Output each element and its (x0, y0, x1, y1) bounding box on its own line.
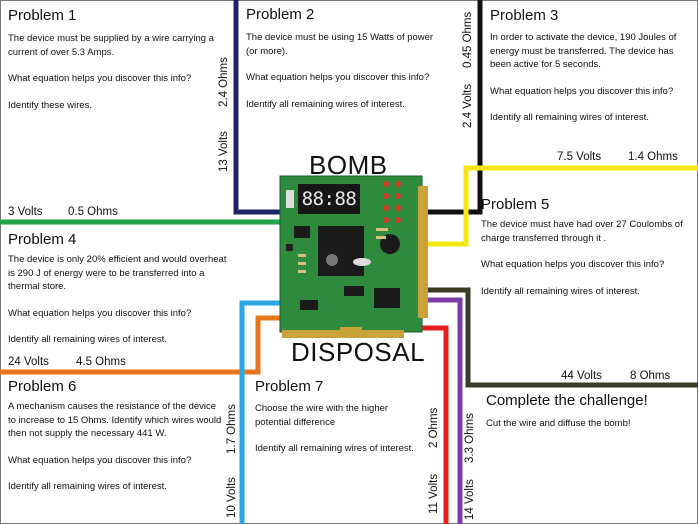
challenge-heading: Complete the challenge! (486, 392, 648, 409)
pcb-board (279, 175, 428, 338)
problem-2: Problem 2 The device must be using 15 Wa… (246, 6, 446, 124)
purple-wire-volts: 14 Volts (464, 479, 476, 520)
problem-body: The device must be using 15 Watts of pow… (246, 31, 446, 111)
title-bomb: BOMB (309, 150, 388, 180)
problem-text: The device must be supplied by a wire ca… (8, 33, 214, 58)
problem-text: In order to activate the device, 190 Jou… (490, 32, 677, 70)
yellow-wire-ohms: 1.4 Ohms (628, 151, 678, 163)
problem-body: The device must have had over 27 Coulomb… (481, 218, 693, 298)
problem-text: Identify these wires. (8, 99, 92, 111)
yellow-wire-volts: 7.5 Volts (557, 151, 602, 163)
problem-text: The device must be using 15 Watts of pow… (246, 32, 434, 57)
problem-heading: Problem 1 (8, 7, 77, 24)
lightblue-wire-volts: 10 Volts (226, 477, 238, 518)
lightblue-wire-ohms: 1.7 Ohms (226, 404, 238, 454)
problem-heading: Problem 6 (8, 378, 77, 395)
problem-text: Identify all remaining wires of interest… (255, 443, 414, 454)
black-wire-volts: 2.4 Volts (462, 83, 474, 128)
wire-orange (0, 315, 300, 375)
orange-wire-ohms: 4.5 Ohms (76, 356, 126, 368)
problem-text: What equation helps you discover this in… (481, 259, 665, 270)
problem-text: What equation helps you discover this in… (8, 73, 192, 84)
wire-lightblue (239, 300, 292, 524)
problem-body: In order to activate the device, 190 Jou… (490, 31, 682, 125)
navy-wire-ohms: 2.4 Ohms (218, 57, 230, 107)
red-wire-volts: 11 Volts (428, 473, 440, 514)
wire-olive (424, 287, 698, 388)
problem-text: Identify all remaining wires of interest… (481, 285, 640, 297)
wire-red (412, 325, 449, 524)
problem-body: Choose the wire with the higher potentia… (255, 402, 415, 456)
problem-6: Problem 6 A mechanism causes the resista… (8, 378, 222, 507)
wire-yellow (420, 165, 698, 247)
problem-body: A mechanism causes the resistance of the… (8, 400, 222, 494)
navy-wire-volts: 13 Volts (218, 131, 230, 172)
problem-4: Problem 4 The device is only 20% efficie… (8, 231, 228, 360)
problem-text: Identify all remaining wires of interest… (490, 112, 649, 123)
problem-7: Problem 7 Choose the wire with the highe… (255, 378, 415, 469)
problem-body: The device is only 20% efficient and wou… (8, 253, 228, 347)
problem-5: Problem 5 The device must have had over … (481, 196, 693, 311)
red-wire-ohms: 2 Ohms (428, 407, 440, 448)
problem-heading: Problem 5 (481, 196, 550, 213)
olive-wire-volts: 44 Volts (561, 370, 602, 382)
challenge-box: Complete the challenge! Cut the wire and… (486, 392, 692, 431)
orange-wire-volts: 24 Volts (8, 356, 49, 368)
wire-black (418, 0, 483, 215)
problem-text: A mechanism causes the resistance of the… (8, 401, 222, 439)
problem-text: What equation helps you discover this in… (246, 72, 430, 83)
wire-navy (233, 0, 292, 215)
wire-purple (422, 297, 463, 524)
problem-text: Choose the wire with the higher potentia… (255, 403, 389, 428)
problem-text: Identify all remaining wires of interest… (8, 481, 167, 492)
problem-text: Identify all remaining wires of interest… (246, 98, 405, 110)
purple-wire-ohms: 3.3 Ohms (464, 413, 476, 463)
problem-heading: Problem 4 (8, 231, 77, 248)
problem-body: The device must be supplied by a wire ca… (8, 32, 220, 112)
problem-heading: Problem 7 (255, 378, 324, 395)
title-disposal: DISPOSAL (291, 337, 426, 367)
problem-text: The device must have had over 27 Coulomb… (481, 219, 683, 244)
green-wire-volts: 3 Volts (8, 206, 43, 218)
black-wire-ohms: 0.45 Ohms (462, 11, 474, 68)
problem-heading: Problem 2 (246, 6, 315, 23)
problem-text: What equation helps you discover this in… (490, 85, 674, 97)
problem-text: The device is only 20% efficient and wou… (8, 254, 227, 292)
problem-text: What equation helps you discover this in… (8, 454, 192, 466)
green-wire-ohms: 0.5 Ohms (68, 206, 118, 218)
olive-wire-ohms: 8 Ohms (630, 370, 671, 382)
problem-3: Problem 3 In order to activate the devic… (490, 7, 682, 138)
problem-text: Identify all remaining wires of interest… (8, 334, 167, 345)
challenge-text: Cut the wire and diffuse the bomb! (486, 418, 631, 429)
problem-text: What equation helps you discover this in… (8, 307, 192, 319)
problem-1: Problem 1 The device must be supplied by… (8, 7, 220, 125)
problem-heading: Problem 3 (490, 7, 559, 24)
seven-segment-display: 88:88 (301, 188, 357, 210)
